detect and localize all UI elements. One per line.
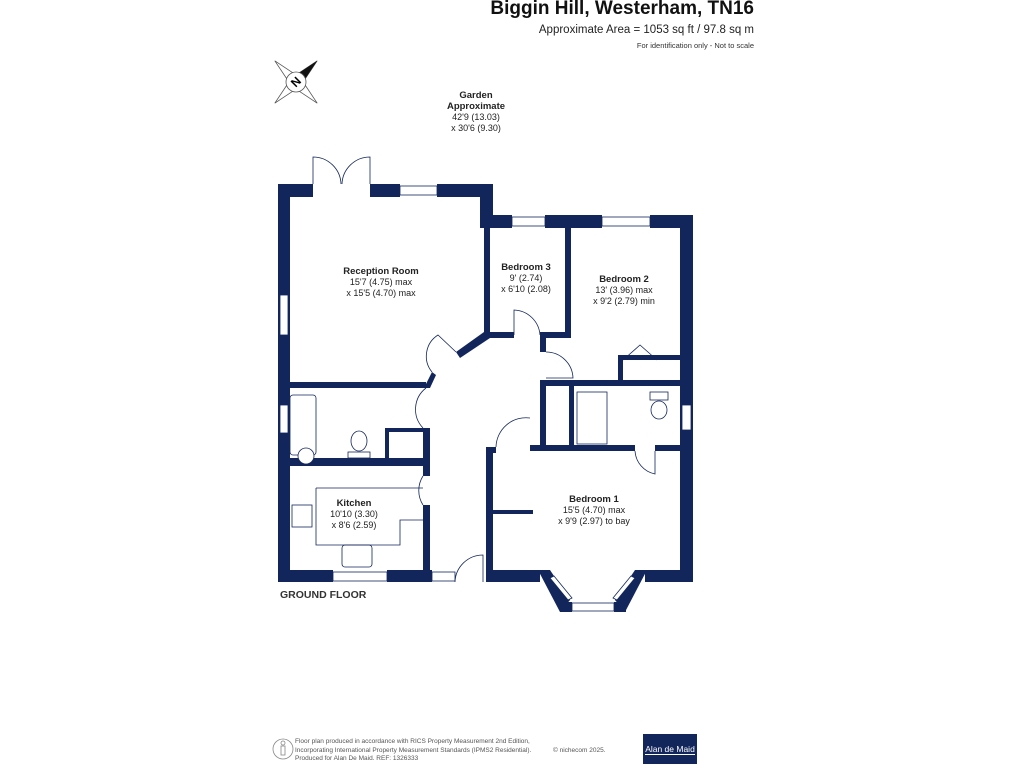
copyright: © nichecom 2025. (553, 747, 606, 754)
footer-line-1: Floor plan produced in accordance with R… (295, 738, 530, 745)
room-dim-2: x 9'9 (2.97) to bay (558, 516, 630, 526)
footer-line-3: Produced for Alan De Maid. REF: 1326333 (295, 755, 419, 762)
room-name-2: Approximate (446, 101, 506, 112)
room-dim-2: x 8'6 (2.59) (331, 520, 377, 530)
room-dim-1: 15'5 (4.70) max (562, 505, 626, 515)
agent-logo: Alan de Maid (643, 734, 697, 764)
footer-text: Floor plan produced in accordance with R… (295, 738, 531, 764)
room-name: Bedroom 1 (569, 494, 619, 505)
room-bedroom-3: Bedroom 3 9' (2.74) x 6'10 (2.08) (501, 262, 551, 295)
scale-note: For identification only - Not to scale (636, 41, 754, 50)
room-dim-2: x 9'2 (2.79) min (593, 296, 655, 306)
windows (279, 185, 692, 612)
room-name: Kitchen (336, 498, 372, 509)
room-name: Garden (459, 90, 493, 101)
room-dim-2: x 6'10 (2.08) (501, 284, 551, 294)
approximate-area: Approximate Area = 1053 sq ft / 97.8 sq … (538, 24, 754, 36)
room-name: Reception Room (343, 266, 419, 277)
room-dim-1: 9' (2.74) (509, 273, 543, 283)
walls (278, 184, 693, 612)
room-reception: Reception Room 15'7 (4.75) max x 15'5 (4… (343, 266, 418, 299)
room-dim-1: 42'9 (13.03) (452, 112, 500, 122)
floor-label: GROUND FLOOR (280, 589, 367, 601)
room-name: Bedroom 2 (599, 274, 649, 285)
room-name: Bedroom 3 (501, 262, 551, 273)
room-kitchen: Kitchen 10'10 (3.30) x 8'6 (2.59) (330, 498, 378, 531)
room-garden: Garden Approximate 42'9 (13.03) x 30'6 (… (447, 90, 505, 134)
room-bedroom-2: Bedroom 2 13' (3.96) max x 9'2 (2.79) mi… (593, 274, 655, 307)
room-bedroom-1: Bedroom 1 15'5 (4.70) max x 9'9 (2.97) t… (558, 494, 630, 527)
compass-icon: N (274, 60, 318, 104)
property-title: Biggin Hill, Westerham, TN16 (490, 0, 754, 19)
footer-line-2: Incorporating International Property Mea… (295, 746, 532, 754)
room-dim-1: 10'10 (3.30) (330, 509, 378, 519)
room-dim-1: 15'7 (4.75) max (349, 277, 413, 287)
room-dim-2: x 30'6 (9.30) (451, 123, 501, 133)
room-dim-1: 13' (3.96) max (595, 285, 653, 295)
door-swings (312, 156, 680, 583)
room-dim-2: x 15'5 (4.70) max (346, 288, 416, 298)
logo-text: Alan de Maid (645, 743, 695, 755)
